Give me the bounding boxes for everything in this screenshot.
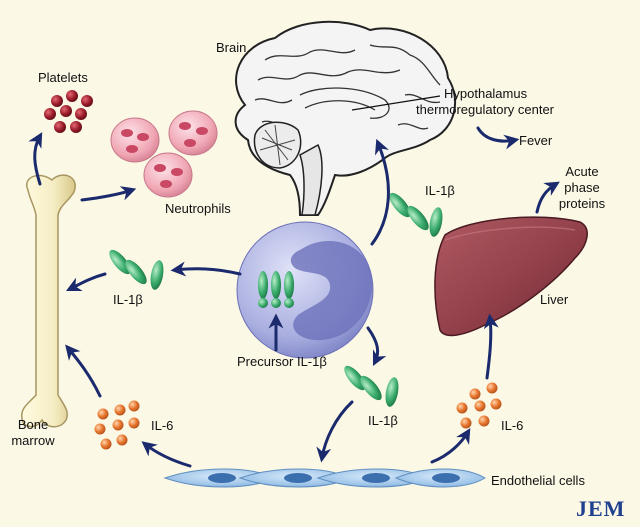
il6-right-label: IL-6: [501, 418, 523, 433]
acute-phase-label-line3: proteins: [559, 196, 606, 211]
endothelial-cells-label: Endothelial cells: [491, 473, 585, 488]
platelet: [54, 121, 66, 133]
liver-illustration: [434, 216, 588, 337]
brain-illustration: [234, 20, 457, 216]
precursor-il1b-label: Precursor IL-1β: [237, 354, 327, 369]
arrow-cell-to-il1b-left: [170, 261, 242, 277]
neutrophil-cell: [168, 110, 218, 156]
bone-illustration: [21, 174, 76, 428]
bone-marrow-label-line2: marrow: [11, 433, 55, 448]
arrow-liver-to-acute-phase: [535, 181, 560, 214]
arrow-bone-to-platelets: [28, 132, 43, 186]
acute-phase-label-line1: Acute: [565, 164, 598, 179]
platelet: [75, 108, 87, 120]
hypothalamus-label-line1: Hypothalamus: [444, 86, 528, 101]
arrow-cell-to-il1b-bottom: [366, 326, 387, 367]
fever-label: Fever: [519, 133, 553, 148]
platelet: [51, 95, 63, 107]
arrow-endothelium-to-il6-right: [430, 428, 471, 464]
endothelial-cells-layer: [163, 468, 486, 488]
neutrophils-cluster: [110, 110, 218, 198]
journal-logo: JEM: [576, 496, 625, 521]
il1b-cluster-bottom: [344, 365, 399, 407]
arrow-cell-to-brain: [370, 138, 390, 246]
acute-phase-label-line2: phase: [564, 180, 599, 195]
il1b-left-label: IL-1β: [113, 292, 143, 307]
platelets-cluster: [44, 90, 93, 133]
il1b-top-label: IL-1β: [425, 183, 455, 198]
platelet: [66, 90, 78, 102]
precursor-il1b-cluster: [258, 271, 294, 308]
platelets-label: Platelets: [38, 70, 88, 85]
il1b-bottom-label: IL-1β: [368, 413, 398, 428]
monocyte-cell: [236, 221, 374, 359]
il6-cluster-right: [456, 382, 502, 429]
il1b-cluster-left: [109, 249, 164, 290]
neutrophil-cell: [143, 152, 193, 198]
arrow-il6-to-bone: [65, 344, 102, 398]
platelet: [44, 108, 56, 120]
pathway-arrows: [28, 126, 560, 468]
liver-label: Liver: [540, 292, 569, 307]
arrow-endothelium-to-il6-left: [141, 441, 192, 468]
arrow-il1b-to-bone: [65, 272, 107, 292]
bone-marrow-label-line1: Bone: [18, 417, 48, 432]
platelet: [60, 105, 72, 117]
hypothalamus-label-line2: thermoregulatory center: [416, 102, 555, 117]
arrow-il6-to-liver: [483, 313, 499, 380]
platelet: [81, 95, 93, 107]
il1b-cluster-top: [389, 192, 443, 237]
neutrophil-cell: [110, 117, 160, 163]
arrow-il1b-to-endothelium: [316, 400, 354, 463]
neutrophils-label: Neutrophils: [165, 201, 231, 216]
il6-left-label: IL-6: [151, 418, 173, 433]
platelet: [70, 121, 82, 133]
brain-label: Brain: [216, 40, 246, 55]
il6-cluster-left: [94, 400, 140, 450]
arrow-hypothalamus-to-fever: [476, 126, 520, 150]
arrow-bone-to-neutrophils: [80, 186, 137, 202]
